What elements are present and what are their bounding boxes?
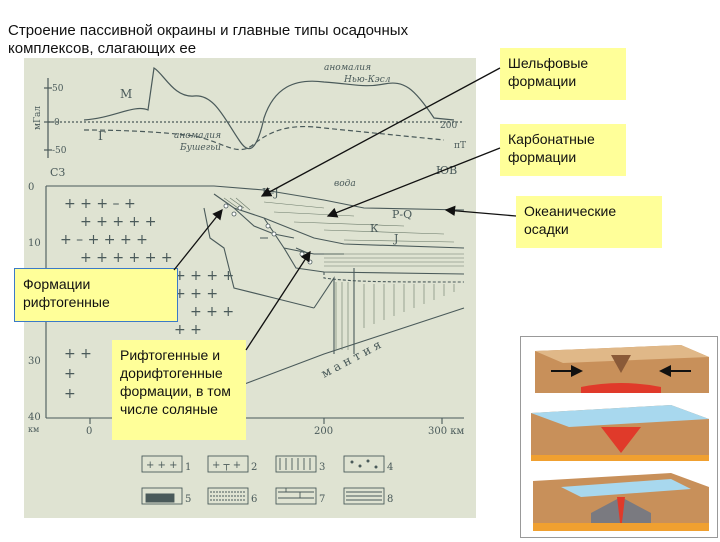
stage-narrow-ocean	[531, 405, 709, 461]
stage-ocean-basin	[533, 473, 709, 531]
rifting-stages-illustration	[520, 336, 718, 538]
arrow-riftogenic	[174, 210, 222, 270]
arrow-prerift	[246, 252, 310, 350]
arrow-shelf	[262, 68, 500, 196]
rifting-stages-drawing	[521, 337, 717, 537]
arrow-carbonate	[328, 148, 500, 216]
arrow-oceanic	[446, 210, 516, 216]
stage-continental-rift	[535, 345, 709, 393]
